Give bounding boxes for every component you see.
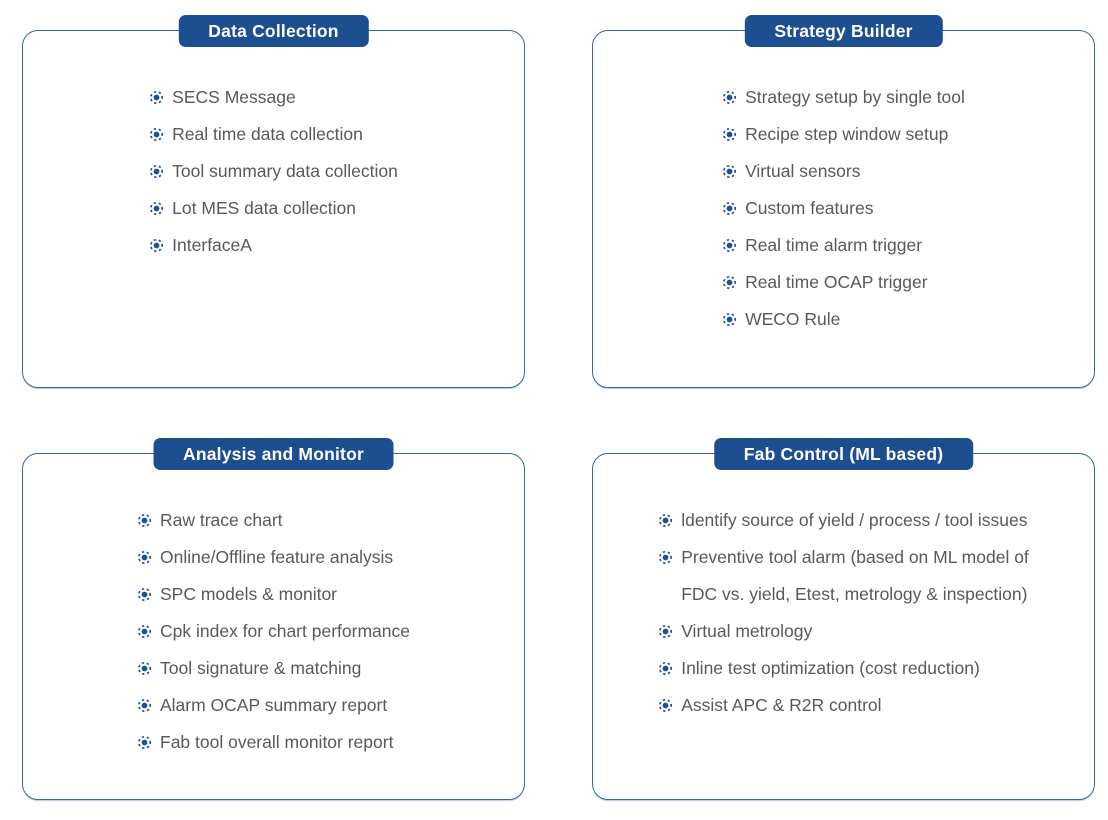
list-item: Custom features <box>722 190 965 227</box>
dotted-circle-bullet-icon <box>722 238 737 253</box>
dotted-circle-bullet-icon <box>722 164 737 179</box>
list-item-label: Cpk index for chart performance <box>160 621 410 641</box>
list-item: Preventive tool alarm (based on ML model… <box>658 539 1029 613</box>
list-item-label: Tool summary data collection <box>172 161 398 181</box>
dotted-circle-bullet-icon <box>722 275 737 290</box>
list-item: Assist APC & R2R control <box>658 687 1029 724</box>
list-item: Real time data collection <box>149 116 398 153</box>
dotted-circle-bullet-icon <box>137 661 152 676</box>
dotted-circle-bullet-icon <box>722 312 737 327</box>
list-item-label: Recipe step window setup <box>745 124 949 144</box>
list-item-label: Real time data collection <box>172 124 363 144</box>
dotted-circle-bullet-icon <box>722 201 737 216</box>
panel-title-badge: Analysis and Monitor <box>153 438 394 470</box>
dotted-circle-bullet-icon <box>137 624 152 639</box>
panel-title-badge: Data Collection <box>178 15 369 47</box>
list-item: Raw trace chart <box>137 502 410 539</box>
dotted-circle-bullet-icon <box>149 238 164 253</box>
list-item-label: Preventive tool alarm (based on ML model… <box>681 547 1029 604</box>
list-item: Fab tool overall monitor report <box>137 724 410 761</box>
list-item-label: Virtual sensors <box>745 161 861 181</box>
dotted-circle-bullet-icon <box>137 735 152 750</box>
feature-list: ldentify source of yield / process / too… <box>658 502 1029 724</box>
list-item: ldentify source of yield / process / too… <box>658 502 1029 539</box>
panel-strategy-builder: Strategy Builder Strategy setup by singl… <box>592 15 1095 388</box>
list-item-label: Virtual metrology <box>681 621 813 641</box>
list-item: Virtual sensors <box>722 153 965 190</box>
list-item: Real time OCAP trigger <box>722 264 965 301</box>
dotted-circle-bullet-icon <box>658 624 673 639</box>
list-item-label: InterfaceA <box>172 235 252 255</box>
list-item-label: SECS Message <box>172 87 296 107</box>
list-item-label: Online/Offline feature analysis <box>160 547 394 567</box>
list-item-label: Fab tool overall monitor report <box>160 732 394 752</box>
dotted-circle-bullet-icon <box>137 550 152 565</box>
list-item-label: Assist APC & R2R control <box>681 695 882 715</box>
list-item: SPC models & monitor <box>137 576 410 613</box>
list-item-label: Real time alarm trigger <box>745 235 923 255</box>
list-item-label: Strategy setup by single tool <box>745 87 965 107</box>
list-item-label: Raw trace chart <box>160 510 283 530</box>
dotted-circle-bullet-icon <box>658 550 673 565</box>
list-item: InterfaceA <box>149 227 398 264</box>
list-item-label: Lot MES data collection <box>172 198 357 218</box>
list-item: Strategy setup by single tool <box>722 79 965 116</box>
dotted-circle-bullet-icon <box>658 513 673 528</box>
list-item-label: ldentify source of yield / process / too… <box>681 510 1028 530</box>
list-item: Tool summary data collection <box>149 153 398 190</box>
list-item-label: Custom features <box>745 198 874 218</box>
panel-title-badge: Fab Control (ML based) <box>713 438 974 470</box>
list-item: Virtual metrology <box>658 613 1029 650</box>
panel-title-badge: Strategy Builder <box>744 15 943 47</box>
list-item-label: Real time OCAP trigger <box>745 272 928 292</box>
dotted-circle-bullet-icon <box>658 698 673 713</box>
dotted-circle-bullet-icon <box>722 127 737 142</box>
list-item: Lot MES data collection <box>149 190 398 227</box>
list-item: Real time alarm trigger <box>722 227 965 264</box>
list-item: Alarm OCAP summary report <box>137 687 410 724</box>
list-item-label: WECO Rule <box>745 309 841 329</box>
dotted-circle-bullet-icon <box>137 513 152 528</box>
dotted-circle-bullet-icon <box>149 201 164 216</box>
dotted-circle-bullet-icon <box>722 90 737 105</box>
list-item: Recipe step window setup <box>722 116 965 153</box>
list-item-label: Tool signature & matching <box>160 658 362 678</box>
dotted-circle-bullet-icon <box>149 127 164 142</box>
list-item: WECO Rule <box>722 301 965 338</box>
list-item: Inline test optimization (cost reduction… <box>658 650 1029 687</box>
list-item: Cpk index for chart performance <box>137 613 410 650</box>
panel-body: ldentify source of yield / process / too… <box>593 454 1094 724</box>
panel-fab-control-ml-based: Fab Control (ML based) ldentify source o… <box>592 438 1095 800</box>
list-item-label: Inline test optimization (cost reduction… <box>681 658 980 678</box>
list-item: Tool signature & matching <box>137 650 410 687</box>
list-item: Online/Offline feature analysis <box>137 539 410 576</box>
dotted-circle-bullet-icon <box>658 661 673 676</box>
list-item-label: Alarm OCAP summary report <box>160 695 388 715</box>
list-item-label: SPC models & monitor <box>160 584 338 604</box>
dotted-circle-bullet-icon <box>149 90 164 105</box>
dotted-circle-bullet-icon <box>137 587 152 602</box>
list-item: SECS Message <box>149 79 398 116</box>
dotted-circle-bullet-icon <box>149 164 164 179</box>
dotted-circle-bullet-icon <box>137 698 152 713</box>
